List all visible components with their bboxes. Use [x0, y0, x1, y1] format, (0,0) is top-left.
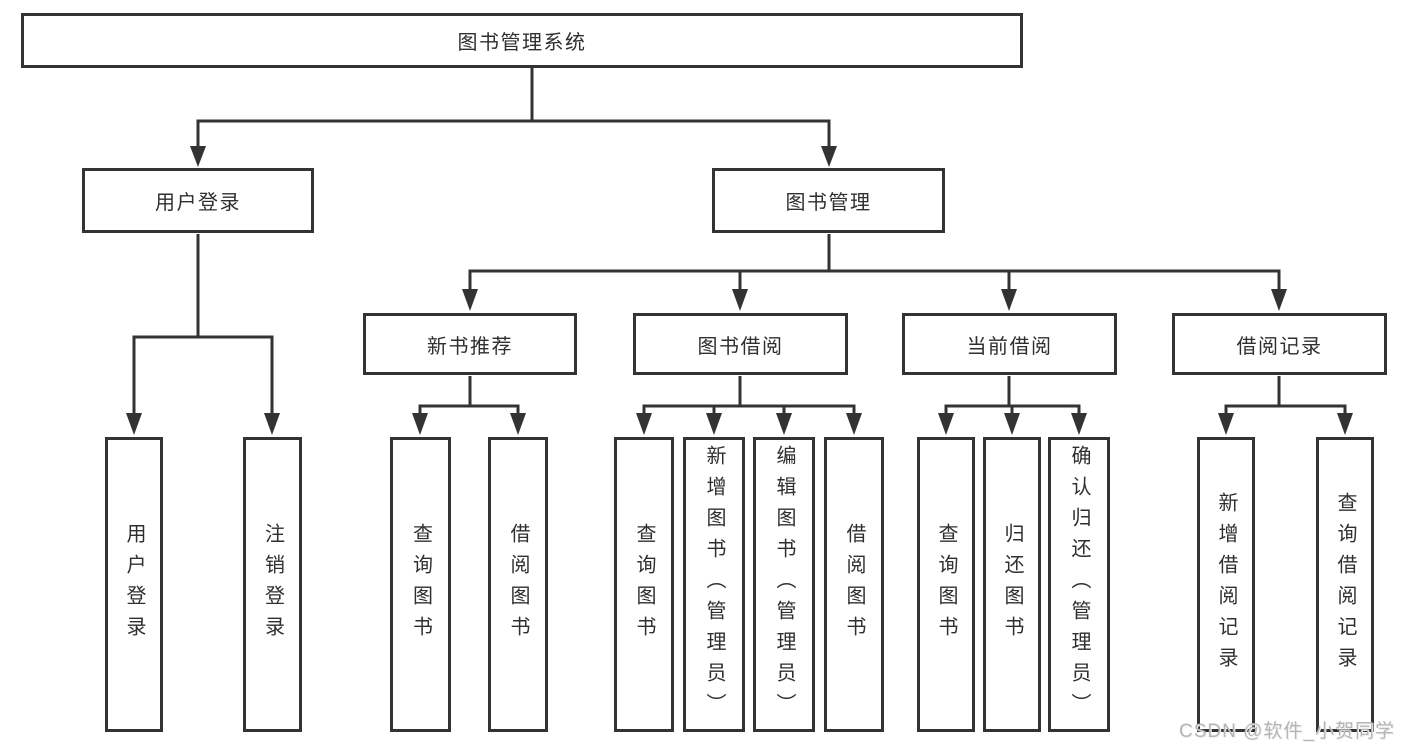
arrowhead — [1071, 413, 1087, 435]
leaf-edit-book-admin: 编辑图书（管理员） — [753, 437, 815, 732]
node-new-book-recommend: 新书推荐 — [363, 313, 577, 375]
leaf-add-book-admin: 新增图书（管理员） — [683, 437, 745, 732]
arrowhead — [1337, 413, 1353, 435]
arrowhead — [412, 413, 428, 435]
leaf-user-login-label: 用户登录 — [123, 522, 145, 647]
node-book-borrow: 图书借阅 — [633, 313, 848, 375]
arrowhead — [264, 413, 280, 435]
arrowhead — [1004, 413, 1020, 435]
node-current-borrow-label: 当前借阅 — [966, 335, 1053, 358]
arrowhead — [706, 413, 722, 435]
leaf-confirm-return-admin: 确认归还（管理员） — [1048, 437, 1110, 732]
arrowhead — [938, 413, 954, 435]
leaf-confirm-return-admin-label: 确认归还（管理员） — [1068, 445, 1090, 724]
node-book-borrow-label: 图书借阅 — [697, 335, 784, 358]
leaf-query-books-current-label: 查询图书 — [935, 522, 957, 647]
arrowhead — [190, 146, 206, 167]
node-root: 图书管理系统 — [21, 13, 1023, 68]
arrowhead — [636, 413, 652, 435]
arrowhead — [846, 413, 862, 435]
node-new-book-recommend-label: 新书推荐 — [427, 335, 513, 358]
leaf-add-borrow-record-label: 新增借阅记录 — [1215, 491, 1237, 678]
leaf-logout-label: 注销登录 — [261, 522, 284, 647]
node-borrow-records: 借阅记录 — [1172, 313, 1387, 375]
leaf-edit-book-admin-label: 编辑图书（管理员） — [773, 445, 795, 724]
leaf-borrow-books: 借阅图书 — [824, 437, 884, 732]
arrowhead — [510, 413, 526, 435]
leaf-borrow-books-recommend-label: 借阅图书 — [507, 522, 529, 647]
node-current-borrow: 当前借阅 — [902, 313, 1117, 375]
arrowhead — [1218, 413, 1234, 435]
node-user-login-label: 用户登录 — [155, 192, 241, 214]
arrowhead — [126, 413, 142, 435]
edge-newbook-to-leaves — [418, 404, 520, 420]
node-book-management-label: 图书管理 — [785, 192, 872, 214]
edge-bookborrow-to-leaves — [642, 404, 856, 420]
arrowhead — [1001, 289, 1017, 311]
edge-root-to-level2 — [196, 119, 831, 151]
node-book-management: 图书管理 — [712, 168, 945, 233]
arrowheads — [126, 146, 1353, 435]
arrowhead — [821, 146, 837, 167]
leaf-query-books-borrow-label: 查询图书 — [633, 522, 655, 647]
leaf-add-book-admin-label: 新增图书（管理员） — [703, 445, 725, 724]
csdn-watermark: CSDN @软件_小贺同学 — [1179, 721, 1395, 742]
edge-bookmgmt-to-level3 — [468, 269, 1281, 296]
arrowhead — [1271, 289, 1287, 311]
arrowhead — [732, 289, 748, 311]
node-borrow-records-label: 借阅记录 — [1236, 335, 1323, 358]
leaf-query-books-recommend-label: 查询图书 — [409, 522, 432, 647]
leaf-logout: 注销登录 — [243, 437, 302, 732]
leaf-query-books-recommend: 查询图书 — [390, 437, 451, 732]
edge-userlogin-to-leaves — [132, 335, 274, 420]
leaf-query-borrow-record: 查询借阅记录 — [1316, 437, 1374, 732]
leaf-query-books-current: 查询图书 — [917, 437, 975, 732]
leaf-borrow-books-label: 借阅图书 — [843, 522, 865, 647]
leaf-borrow-books-recommend: 借阅图书 — [488, 437, 548, 732]
edge-records-to-leaves — [1224, 404, 1347, 420]
leaf-return-book: 归还图书 — [983, 437, 1041, 732]
leaf-user-login: 用户登录 — [105, 437, 163, 732]
leaf-query-books-borrow: 查询图书 — [614, 437, 674, 732]
leaf-query-borrow-record-label: 查询借阅记录 — [1334, 491, 1356, 678]
arrowhead — [776, 413, 792, 435]
leaf-return-book-label: 归还图书 — [1001, 522, 1023, 647]
leaf-add-borrow-record: 新增借阅记录 — [1197, 437, 1255, 732]
node-user-login: 用户登录 — [82, 168, 314, 233]
arrowhead — [462, 289, 478, 311]
node-root-label: 图书管理系统 — [457, 32, 587, 54]
